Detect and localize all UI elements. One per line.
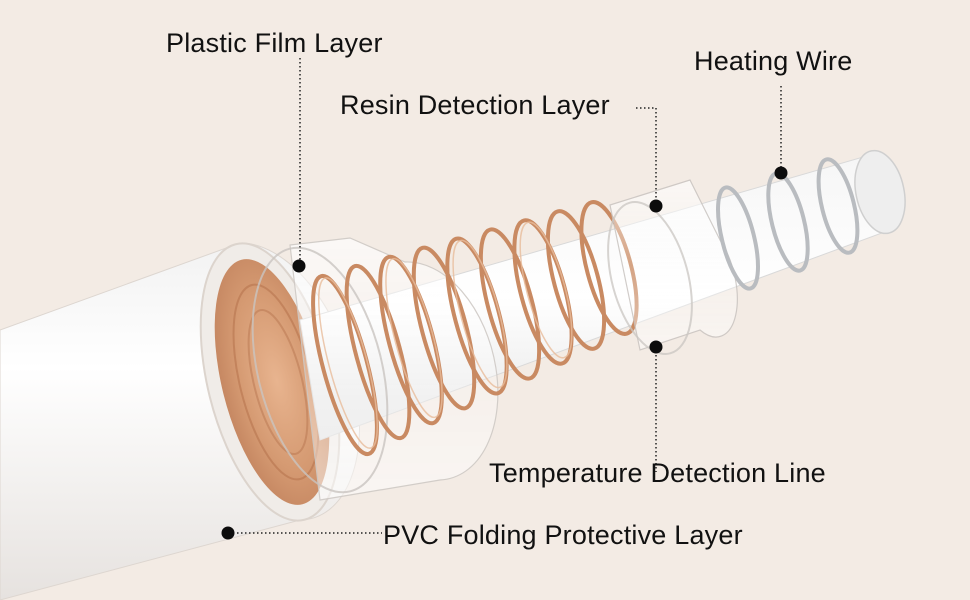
label-plastic-film-layer: Plastic Film Layer bbox=[166, 28, 383, 58]
label-resin-detection-layer: Resin Detection Layer bbox=[340, 90, 610, 120]
dot-pvc bbox=[221, 526, 235, 540]
dot-heating-wire bbox=[774, 166, 788, 180]
dot-temperature bbox=[649, 340, 663, 354]
label-temperature-detection-line: Temperature Detection Line bbox=[489, 458, 826, 488]
label-heating-wire: Heating Wire bbox=[694, 46, 853, 76]
heating-wire-coil bbox=[716, 157, 860, 291]
plastic-film-rim bbox=[251, 246, 389, 494]
leader-resin bbox=[636, 107, 657, 206]
label-pvc-folding-protective-layer: PVC Folding Protective Layer bbox=[383, 520, 743, 550]
dot-resin bbox=[649, 199, 663, 213]
plastic-film-tube bbox=[289, 237, 499, 501]
core-end-cap bbox=[854, 149, 906, 235]
dot-plastic-film bbox=[292, 259, 306, 273]
leader-lines bbox=[229, 58, 782, 534]
callout-dots bbox=[221, 166, 788, 540]
